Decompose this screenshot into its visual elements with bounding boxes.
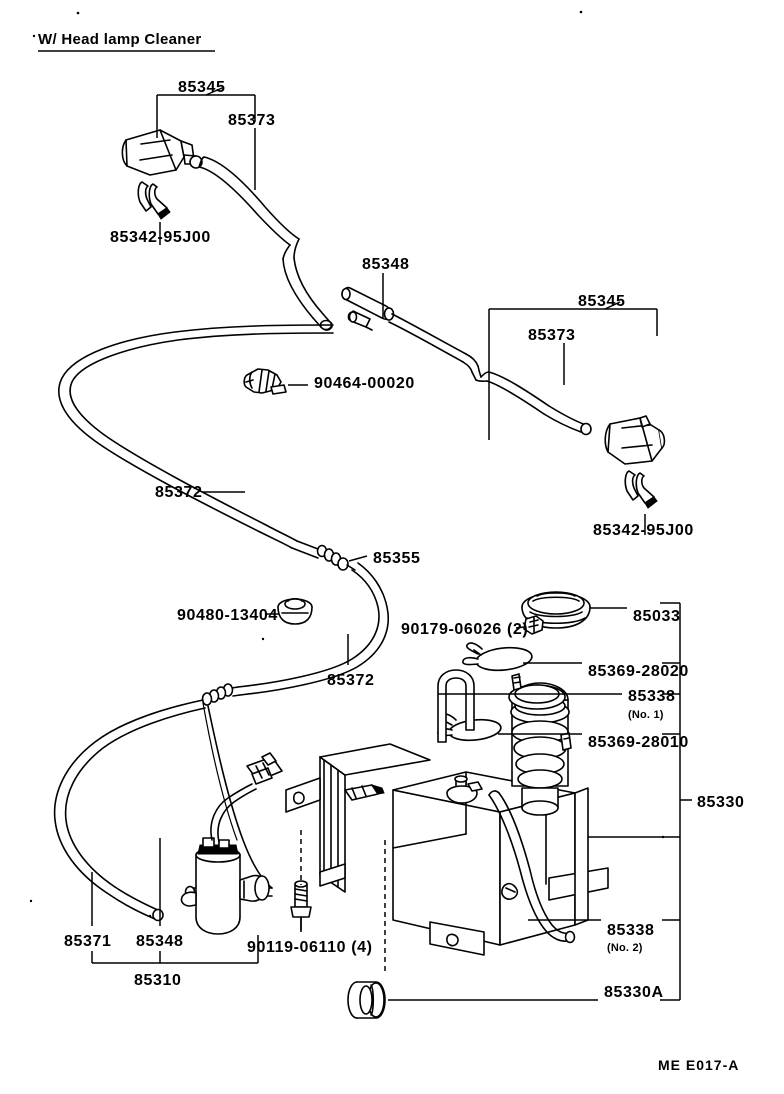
part-label-85338-no2-qualifier: (No. 2)	[607, 942, 643, 954]
inlet-pipe-no1-85338	[508, 673, 572, 816]
cap-85033	[521, 591, 591, 629]
clip-left	[137, 181, 171, 220]
part-label-85348-top: 85348	[362, 256, 410, 273]
inlet-hose-no2-85338	[488, 790, 576, 944]
part-label-85342-right: 85342-95J00	[593, 522, 694, 539]
bolt-90119	[290, 880, 312, 931]
part-label-85338-no2: 85338	[607, 922, 655, 939]
part-label-85330: 85330	[697, 794, 745, 811]
hose-85373-left	[198, 156, 333, 331]
part-label-85033: 85033	[633, 608, 681, 625]
page-title: W/ Head lamp Cleaner	[38, 31, 202, 48]
nut-90179	[523, 615, 544, 635]
part-label-85369-28010: 85369-28010	[588, 734, 689, 751]
part-label-85330A: 85330A	[604, 984, 664, 1001]
part-label-90480: 90480-13404	[177, 607, 278, 624]
part-label-85373-left: 85373	[228, 112, 276, 129]
hose-85372-lower	[231, 562, 389, 697]
inlet-pipe-no2-hook	[437, 669, 475, 743]
part-label-85310: 85310	[134, 972, 182, 989]
grommet-90480	[277, 597, 313, 625]
hose-85371	[53, 699, 206, 922]
part-label-85348-bottom: 85348	[136, 933, 184, 950]
part-label-85372-upper: 85372	[155, 484, 203, 501]
part-label-85342-left: 85342-95J00	[110, 229, 211, 246]
part-label-90179: 90179-06026 (2)	[401, 621, 529, 638]
hose-85373-right	[388, 313, 592, 436]
part-label-85373-right: 85373	[528, 327, 576, 344]
part-label-85345-left: 85345	[178, 79, 226, 96]
connector-85355	[291, 540, 356, 571]
gasket-85369-28020	[462, 642, 533, 672]
part-label-85371: 85371	[64, 933, 112, 950]
clip-right	[624, 470, 658, 509]
part-label-90119: 90119-06110 (4)	[247, 939, 373, 956]
part-label-85338-no1: 85338	[628, 688, 676, 705]
nozzle-right	[604, 415, 666, 465]
leader-lines	[91, 87, 692, 1001]
part-label-85345-right: 85345	[578, 293, 626, 310]
nozzle-left	[121, 129, 203, 176]
washer-pump-85310	[180, 752, 283, 935]
clamp-90464	[243, 368, 287, 395]
part-label-90464: 90464-00020	[314, 375, 415, 392]
part-label-85369-28020: 85369-28020	[588, 663, 689, 680]
joint-85348-upper	[341, 286, 395, 331]
hose-85372-upper	[58, 324, 334, 549]
part-label-85338-no1-qualifier: (No. 1)	[628, 709, 664, 721]
hose-bead-connector-lower-left	[201, 683, 234, 706]
page-code: ME E017-A	[658, 1057, 740, 1073]
part-label-85355: 85355	[373, 550, 421, 567]
part-label-85372-lower: 85372	[327, 672, 375, 689]
grommet-85330A	[347, 981, 386, 1019]
